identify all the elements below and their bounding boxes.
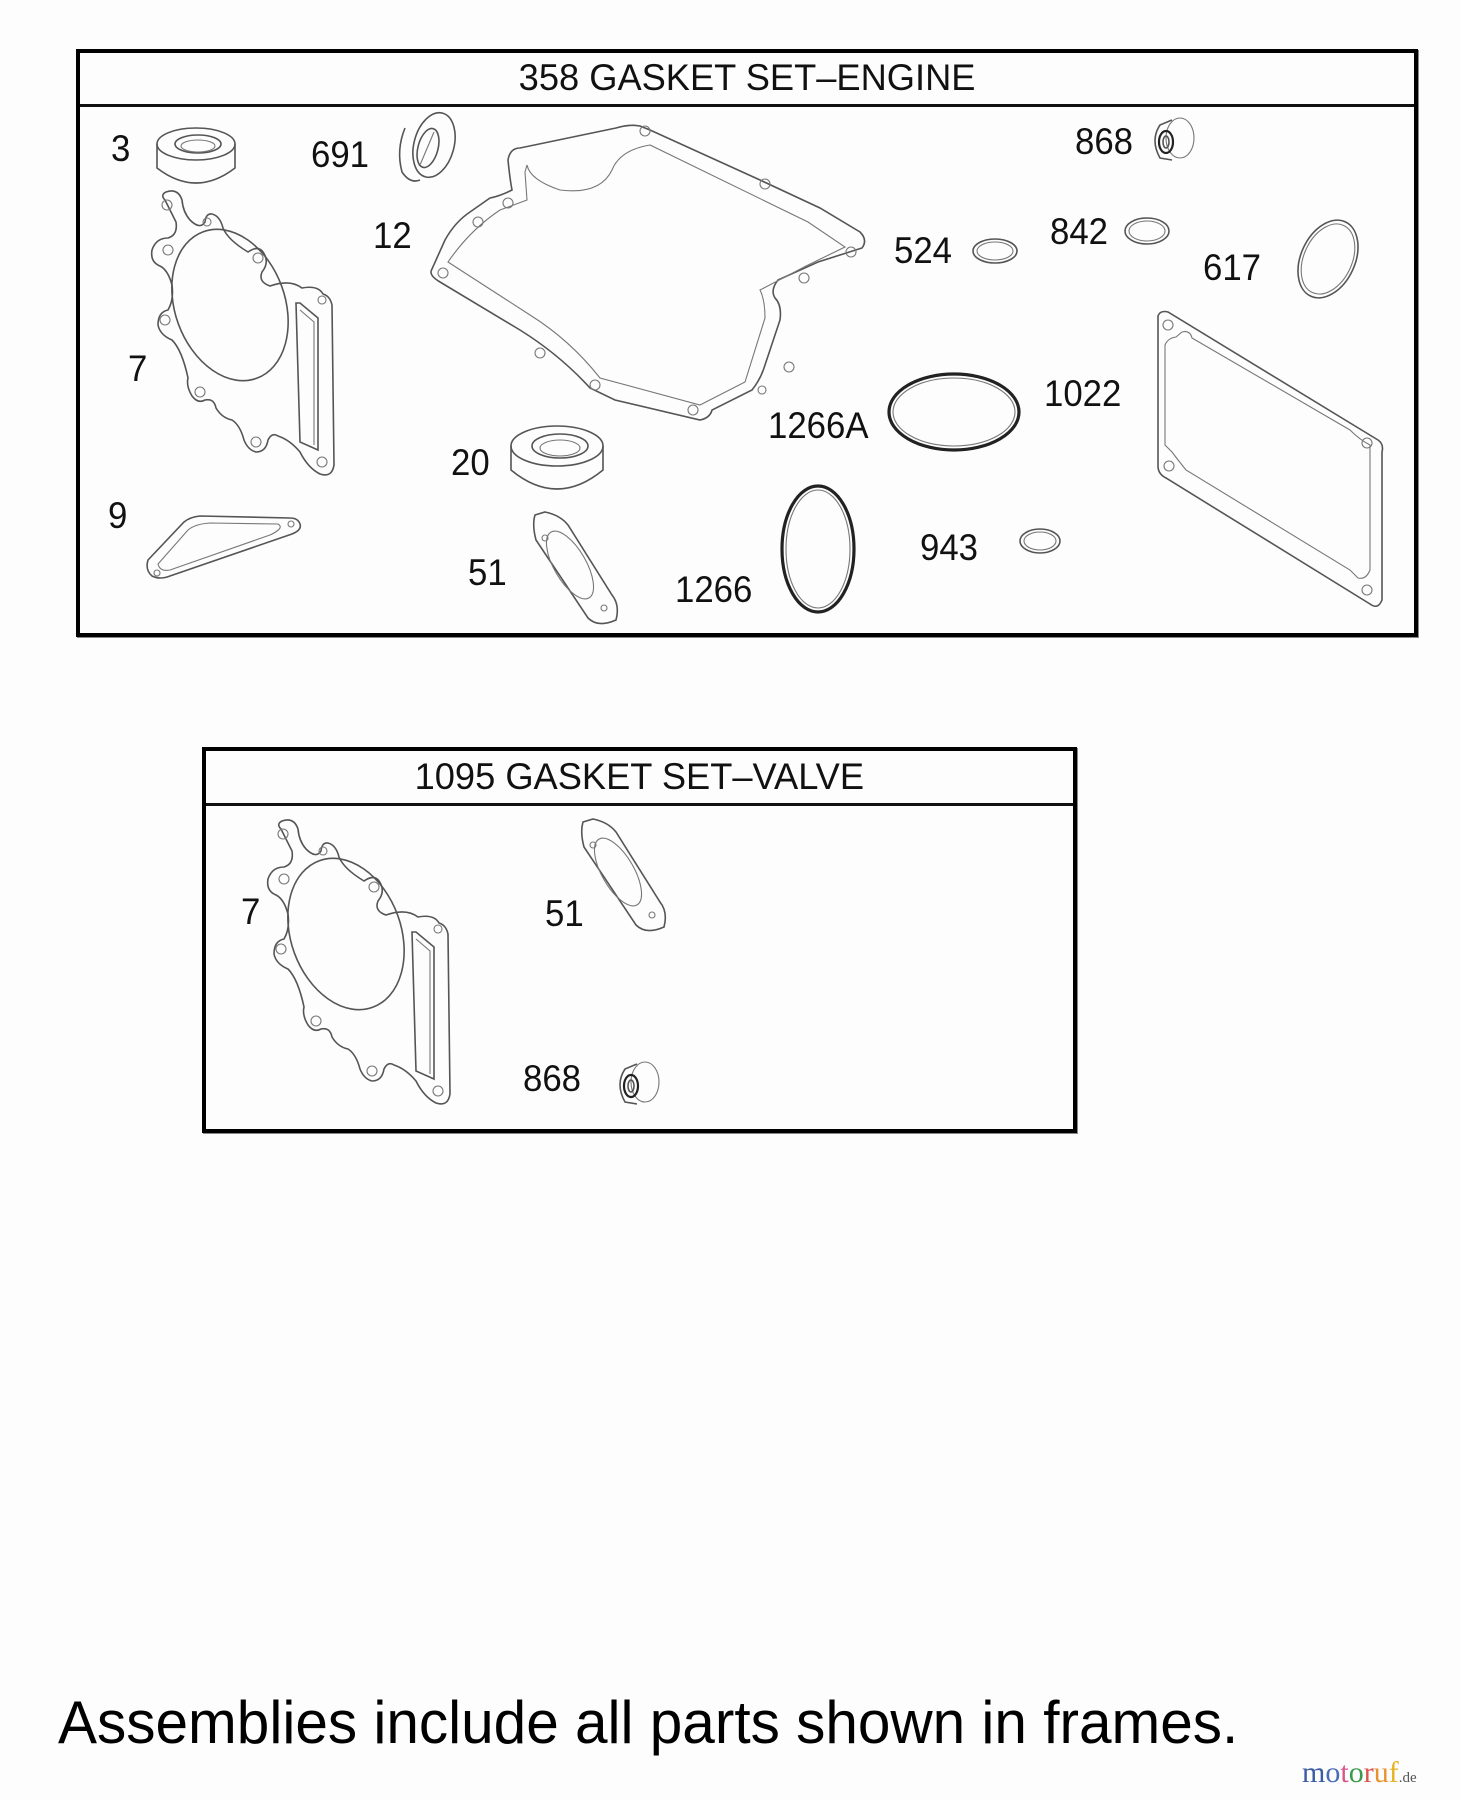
watermark-letter: o xyxy=(1348,1756,1364,1789)
watermark-letter: m xyxy=(1302,1756,1326,1789)
callout-label: 868 xyxy=(1075,121,1134,162)
assemblies-note: Assemblies include all parts shown in fr… xyxy=(58,1689,1239,1756)
callout-label: 20 xyxy=(451,442,490,483)
callout-label: 868 xyxy=(523,1058,582,1099)
watermark-letter: o xyxy=(1325,1756,1341,1789)
frame-title-text: 1095 GASKET SET–VALVE xyxy=(414,756,865,797)
callout-label: 1022 xyxy=(1044,373,1122,414)
frame-gasket-set-valve: 1095 GASKET SET–VALVE xyxy=(202,747,1077,1133)
callout-label: 617 xyxy=(1203,247,1262,288)
frame-title-valve: 1095 GASKET SET–VALVE xyxy=(206,751,1073,806)
watermark-logo[interactable]: motoruf.de xyxy=(1302,1758,1417,1788)
callout-label: 1266A xyxy=(768,405,869,446)
callout-label: 691 xyxy=(311,134,370,175)
callout-label: 12 xyxy=(373,215,412,256)
callout-label: 7 xyxy=(241,891,261,932)
frame-title-text: 358 GASKET SET–ENGINE xyxy=(518,57,976,98)
callout-label: 9 xyxy=(108,495,128,536)
watermark-tld: .de xyxy=(1398,1770,1417,1786)
callout-label: 51 xyxy=(468,552,507,593)
callout-label: 1266 xyxy=(675,569,753,610)
watermark-letter: u xyxy=(1373,1756,1389,1789)
callout-label: 524 xyxy=(894,230,953,271)
watermark-letter: f xyxy=(1388,1756,1399,1789)
watermark-letter: r xyxy=(1363,1756,1374,1789)
watermark-letter: t xyxy=(1340,1756,1349,1789)
callout-label: 3 xyxy=(111,128,131,169)
callout-label: 943 xyxy=(920,527,979,568)
callout-label: 842 xyxy=(1050,211,1109,252)
frame-title-engine: 358 GASKET SET–ENGINE xyxy=(80,53,1414,107)
callout-label: 7 xyxy=(128,348,148,389)
frame-gasket-set-engine: 358 GASKET SET–ENGINE xyxy=(76,49,1418,637)
callout-label: 51 xyxy=(545,893,584,934)
